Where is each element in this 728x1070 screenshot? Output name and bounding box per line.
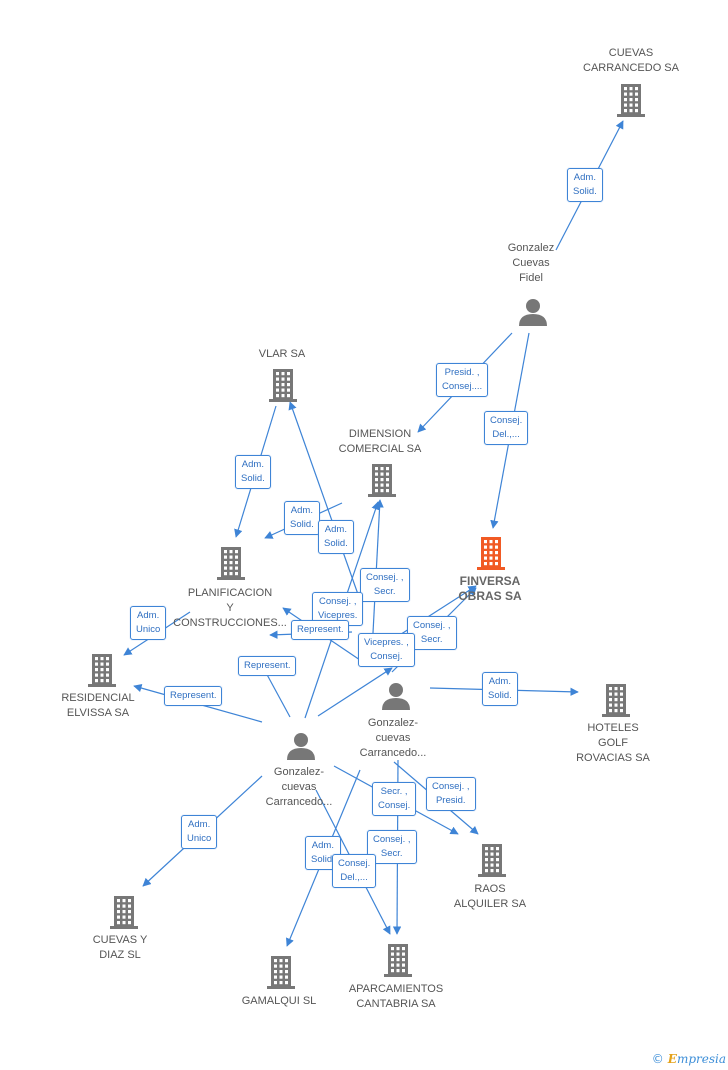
relationship-role-label[interactable]: Consej. Del.,...: [484, 411, 529, 445]
company-building-icon[interactable]: [217, 547, 245, 580]
person-icon[interactable]: [519, 299, 547, 326]
relationship-role-label[interactable]: Adm. Solid.: [284, 501, 320, 535]
company-building-icon[interactable]: [88, 654, 116, 687]
relationship-role-label[interactable]: Consej. , Secr.: [367, 830, 417, 864]
company-name-label[interactable]: APARCAMIENTOS CANTABRIA SA: [348, 983, 444, 1010]
edge-line: [288, 401, 361, 601]
company-name-label[interactable]: HOTELES GOLF ROVACIAS SA: [576, 722, 650, 764]
edge-line: [317, 667, 393, 717]
empresia-logo[interactable]: ©Empresia: [652, 1052, 726, 1066]
company-building-icon[interactable]: [269, 369, 297, 402]
relationship-role-label[interactable]: Consej. Del.,...: [332, 854, 377, 888]
person-name-label[interactable]: Gonzalez- cuevas Carrancedo...: [265, 766, 333, 808]
person-name-label[interactable]: Gonzalez- cuevas Carrancedo...: [359, 717, 427, 759]
company-building-icon[interactable]: [368, 464, 396, 497]
relationship-role-label[interactable]: Represent.: [164, 686, 223, 706]
company-building-icon[interactable]: [478, 844, 506, 877]
relationship-role-label[interactable]: Consej. , Secr.: [360, 568, 410, 602]
company-name-label[interactable]: GAMALQUI SL: [241, 995, 317, 1007]
relationship-role-label[interactable]: Vicepres. , Consej.: [358, 633, 415, 667]
relationship-role-label[interactable]: Adm. Unico: [181, 815, 218, 849]
company-building-icon[interactable]: [267, 956, 295, 989]
company-name-label[interactable]: RAOS ALQUILER SA: [453, 883, 527, 910]
person-icon[interactable]: [287, 733, 315, 760]
relationship-role-label[interactable]: Adm. Solid.: [318, 520, 354, 554]
company-building-icon[interactable]: [110, 896, 138, 929]
person-icon[interactable]: [382, 683, 410, 710]
company-name-label[interactable]: VLAR SA: [258, 348, 306, 360]
relationship-role-label[interactable]: Represent.: [291, 620, 350, 640]
company-name-label[interactable]: DIMENSION COMERCIAL SA: [338, 428, 422, 455]
relationship-role-label[interactable]: Adm. Solid.: [567, 168, 603, 202]
person-name-label[interactable]: Gonzalez Cuevas Fidel: [507, 242, 555, 284]
icons-layer: [88, 84, 645, 989]
company-name-label[interactable]: PLANIFICACION Y CONSTRUCCIONES...: [173, 587, 287, 629]
relationship-role-label[interactable]: Adm. Solid.: [235, 455, 271, 489]
relationship-role-label[interactable]: Adm. Unico: [130, 606, 167, 640]
copyright-icon: ©: [651, 1052, 664, 1066]
company-name-label[interactable]: CUEVAS Y DIAZ SL: [92, 934, 148, 961]
company-building-icon[interactable]: [617, 84, 645, 117]
relationship-role-label[interactable]: Represent.: [238, 656, 297, 676]
relationship-role-label[interactable]: Consej. , Secr.: [407, 616, 457, 650]
company-name-label[interactable]: RESIDENCIAL ELVISSA SA: [61, 692, 135, 719]
company-building-icon[interactable]: [384, 944, 412, 977]
relationship-role-label[interactable]: Adm. Solid.: [482, 672, 518, 706]
logo-text: mpresia: [676, 1052, 726, 1066]
relationship-role-label[interactable]: Presid. , Consej....: [436, 363, 489, 397]
relationship-role-label[interactable]: Consej. , Presid.: [426, 777, 476, 811]
main-company-building-icon[interactable]: [477, 537, 505, 570]
company-name-label[interactable]: FINVERSA OBRAS SA: [458, 574, 522, 603]
company-building-icon[interactable]: [602, 684, 630, 717]
relationship-role-label[interactable]: Secr. , Consej.: [372, 782, 417, 816]
company-name-label[interactable]: CUEVAS CARRANCEDO SA: [583, 47, 679, 74]
logo-letter: E: [667, 1052, 677, 1066]
